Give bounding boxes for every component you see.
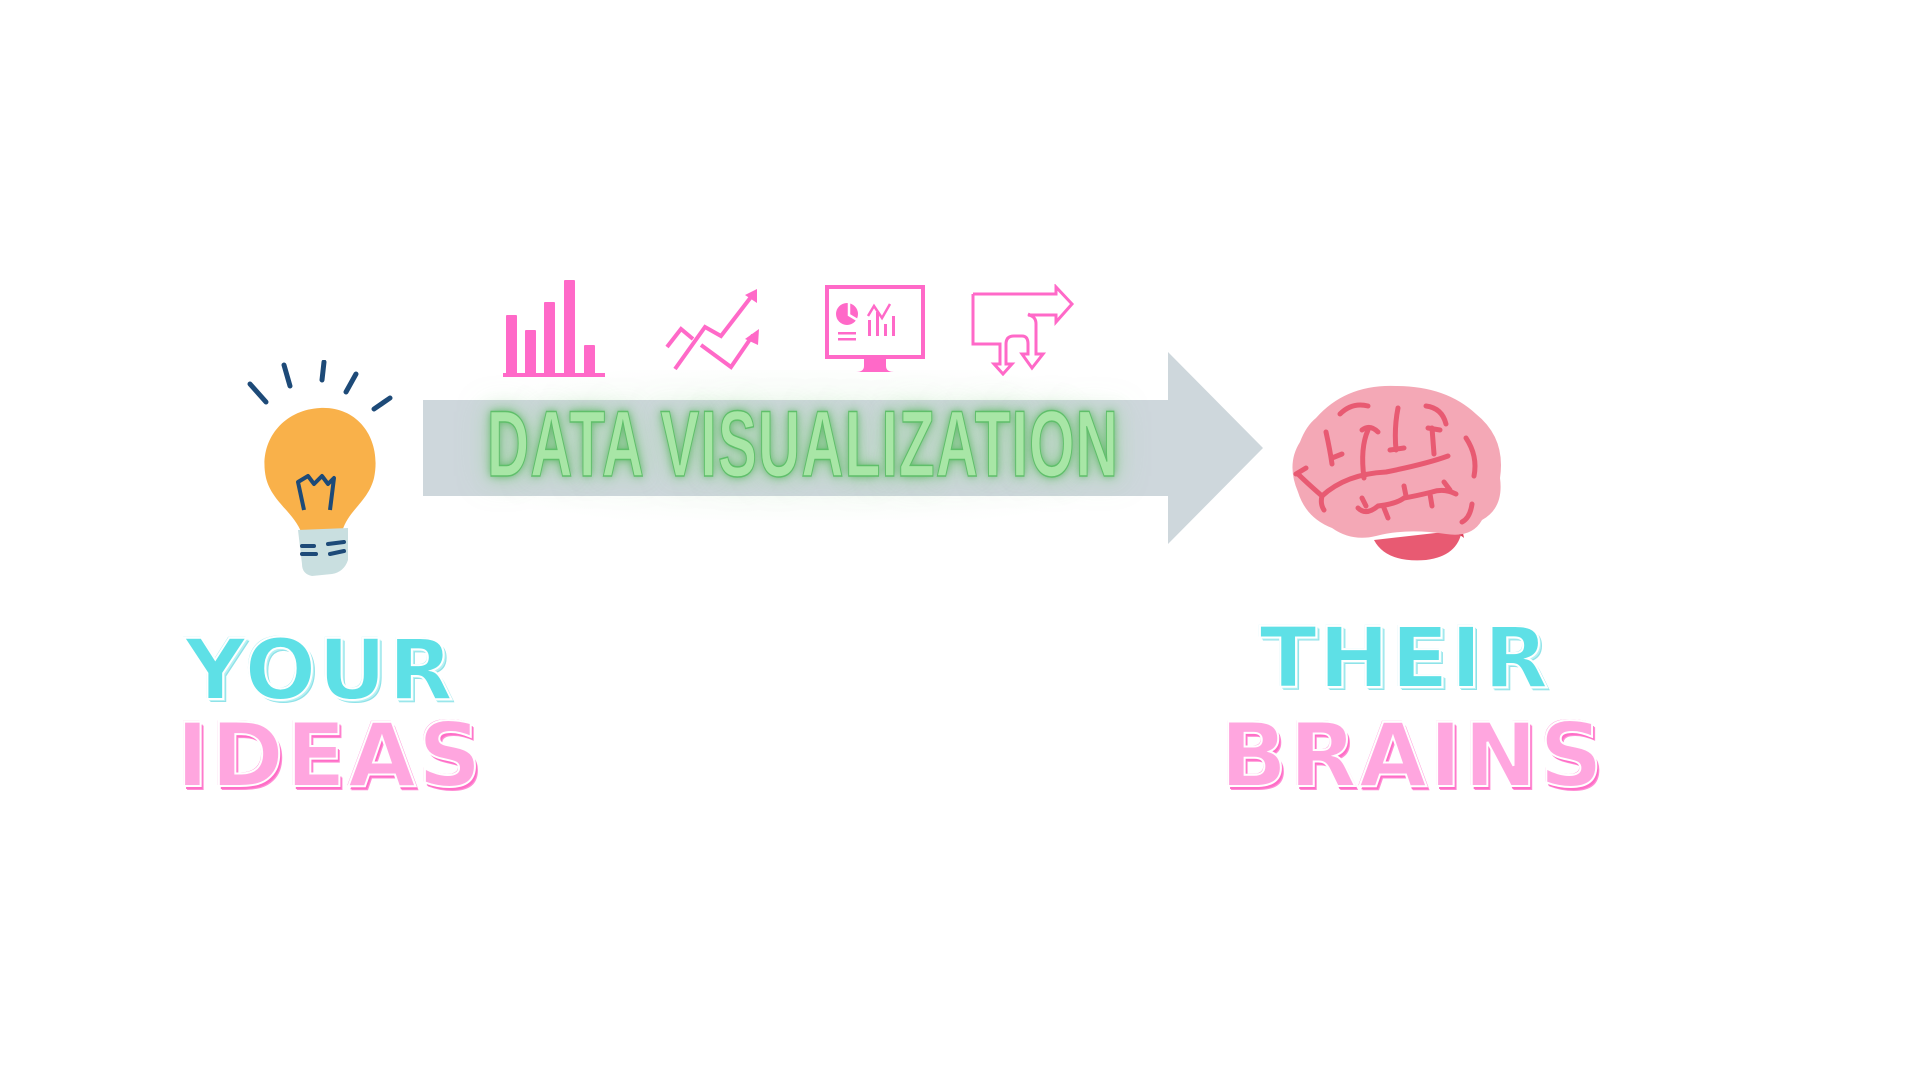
your-label: YOUR [184,621,456,719]
brain-icon [1292,385,1501,561]
trend-lines-icon [665,289,759,371]
data-visualization-label: DATA VISUALIZATION [486,390,1120,497]
lightbulb-icon [247,360,393,576]
ideas-label: IDEAS [175,704,484,807]
brains-label: BRAINS [1219,704,1605,807]
flow-arrow [423,352,1263,544]
bar-chart-icon [503,280,605,377]
split-arrows-icon [971,284,1075,376]
their-label: THEIR [1259,609,1551,707]
dashboard-monitor-icon [825,285,925,372]
